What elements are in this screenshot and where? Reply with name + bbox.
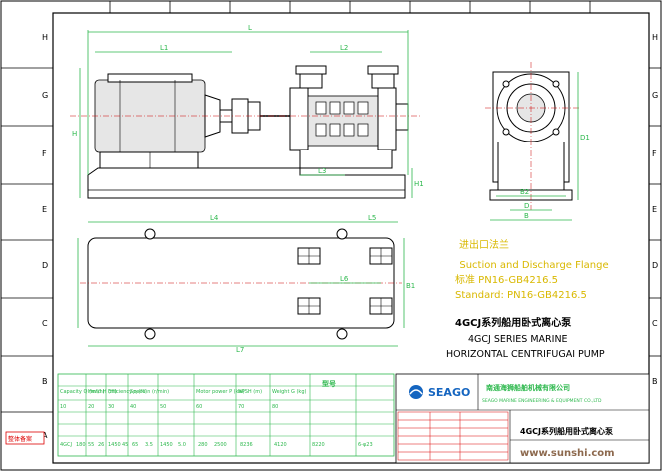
table-header: Efficiency η (%) [108,389,147,395]
table-cell: 50 [160,404,166,410]
dim-label: D1 [580,134,590,142]
table-cell: 3.5 [145,442,153,448]
seago-logo-icon [409,385,423,399]
table-cell: 10 [60,404,66,410]
flange-title-en: Suction and Discharge Flange [459,260,608,271]
motor-feet [99,151,199,169]
dim-label: L3 [318,167,326,175]
table-cell: 55 [88,442,94,448]
row-letter: E [652,205,657,214]
row-letter: B [42,377,48,386]
table-header: Speed n (r/min) [130,389,169,395]
row-letter: A [42,431,48,440]
table-header-cn: 型号 [322,379,336,388]
dim-label: L2 [340,44,348,52]
table-cell: 8220 [312,442,325,448]
table-header: NPSH (m) [238,389,262,395]
row-letter: B [652,377,658,386]
table-cell: 280 [198,442,208,448]
row-letter: G [652,91,658,100]
row-letter: D [42,261,48,270]
table-cell: 26 [98,442,104,448]
row-letter: D [652,261,658,270]
flange-title-cn: 进出口法兰 [459,238,509,251]
title-block: SEAGO 南通海狮船舶机械有限公司 SEAGO MARINE ENGINEER… [395,373,650,464]
dim-label: L7 [236,346,244,354]
dim-label: B2 [520,188,529,196]
title-en-2: HORIZONTAL CENTRIFUGAI PUMP [446,349,605,360]
front-view [70,65,420,199]
front-dimensions: L L1 L2 L3 H H1 [72,24,424,198]
table-cell: 20 [88,404,94,410]
table-cell: 60 [196,404,202,410]
notes: 进出口法兰 Suction and Discharge Flange 标准 PN… [446,238,609,360]
base-frame [87,167,406,199]
company-name-en: SEAGO MARINE ENGINEERING & EQUIPMENT CO.… [482,398,602,404]
brand-name: SEAGO [428,386,470,399]
watermark: www.sunshi.com [520,448,615,459]
table-cell: 65 [132,442,138,448]
table-header: Motor power P (kw) [196,389,245,395]
table-cell: 45 [122,442,128,448]
top-ticks [1,1,661,413]
suction-flange [295,65,327,75]
table-cell: 40 [130,404,136,410]
table-cell: 1450 [160,442,173,448]
model-title: 4GCJ系列船用卧式离心泵 [520,426,613,436]
row-letter: C [42,319,48,328]
row-letter: H [42,33,48,42]
top-view: L4 L5 L6 L7 B1 [77,214,415,354]
table-header: Head H (m) [88,389,117,395]
dim-label: L [248,24,252,32]
table-header: Weight G (kg) [272,389,306,395]
dim-label: L4 [210,214,219,222]
table-header: Capacity Q (m³/h) [60,389,105,395]
table-cell: 70 [238,404,244,410]
inner-frame [52,12,650,464]
row-letter: G [42,91,48,100]
row-letters: H G F E D C B A H G F E D C B [42,33,658,440]
table-cell: 4GCJ [60,442,72,448]
dim-label: B [524,212,529,220]
table-cell: 5.0 [178,442,186,448]
discharge-flange [367,65,399,75]
dim-label: B1 [406,282,415,290]
row-letter: E [42,205,47,214]
row-letter: F [42,149,47,158]
pump-outlet-section [377,87,397,151]
stamp-text: 整体备案 [8,435,32,443]
table-cell: 6-φ23 [358,442,373,448]
dim-label: L6 [340,275,349,283]
dim-label: D [524,202,529,210]
table-cell: 2500 [214,442,227,448]
standard-cn: 标准 PN16-GB4216.5 [455,274,558,286]
dim-label: L1 [160,44,168,52]
row-letter: C [652,319,658,328]
pump-inlet-section [289,87,309,151]
table-cell: 8236 [240,442,253,448]
title-en-1: 4GCJ SERIES MARINE [468,334,568,345]
row-letter: F [652,149,657,158]
side-view: B B2 D D1 [485,62,590,221]
dim-label: H1 [414,180,424,188]
table-cell: 1450 [108,442,121,448]
table-cell: 80 [272,404,278,410]
dim-label: L5 [368,214,376,222]
company-name-cn: 南通海狮船舶机械有限公司 [486,383,570,392]
row-letter: H [652,33,658,42]
approval-stamp: 整体备案 [5,431,45,445]
parameter-table: 型号 Capacity Q (m³/h) Head H (m) Efficien… [57,373,395,457]
standard-en: Standard: PN16-GB4216.5 [455,290,587,301]
table-cell: 30 [108,404,114,410]
dim-label: H [72,130,77,138]
table-cell: 4120 [274,442,287,448]
title-cn: 4GCJ系列船用卧式离心泵 [455,316,572,329]
table-cell: 180 [76,442,86,448]
